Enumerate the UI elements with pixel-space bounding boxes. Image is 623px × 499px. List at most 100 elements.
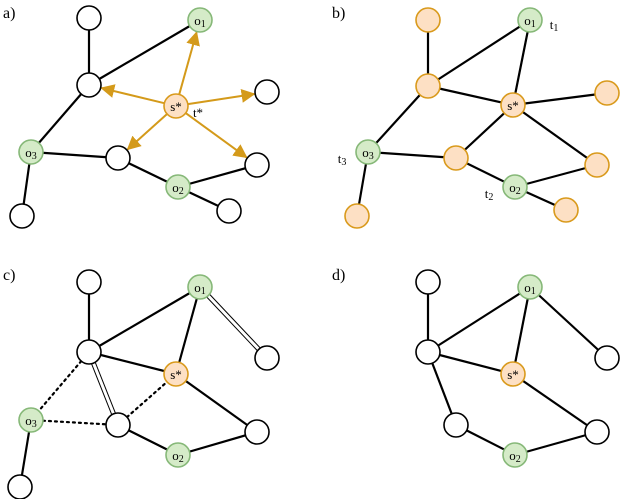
edge <box>88 350 177 376</box>
node-leaf3 <box>9 203 35 229</box>
t-label: t2 <box>485 186 494 203</box>
node-leaf3 <box>344 203 370 229</box>
node-mid <box>105 145 131 171</box>
node-top <box>415 7 441 33</box>
node-label: s* <box>170 99 182 114</box>
edge <box>30 84 90 153</box>
node-label: s* <box>507 98 519 113</box>
node-o1 <box>187 274 213 300</box>
dotted-edge <box>29 418 120 427</box>
node-top <box>76 269 102 295</box>
edge <box>427 350 514 376</box>
node-right <box>254 345 280 371</box>
arrow-edge <box>178 31 200 95</box>
panel-letter: b) <box>332 5 345 22</box>
node-leaf3 <box>7 474 33 499</box>
node-right <box>254 79 280 105</box>
node-o3 <box>355 139 381 165</box>
arrow-edge <box>185 112 248 159</box>
edge <box>514 430 598 457</box>
node-s* <box>163 361 189 387</box>
node-label: s* <box>507 367 519 382</box>
node-label: o3 <box>25 145 37 162</box>
arrow-edge <box>126 113 168 151</box>
node-mid <box>443 145 469 171</box>
node-o3 <box>18 139 44 165</box>
node-mid <box>105 412 131 438</box>
edge <box>514 163 598 189</box>
node-rlow <box>244 152 270 178</box>
node-o1 <box>517 7 543 33</box>
node-leaf2 <box>553 197 579 223</box>
node-hub <box>76 72 102 98</box>
edge <box>177 163 258 189</box>
edge <box>529 286 608 359</box>
edge <box>30 150 119 160</box>
edge <box>511 286 532 375</box>
t-label: t3 <box>338 151 347 168</box>
double-edge <box>90 351 121 425</box>
t-label: t* <box>193 105 203 120</box>
panel-a: a) o1 s* o3 o2 t* <box>3 5 280 229</box>
double-edge <box>201 285 269 357</box>
edge <box>427 84 514 107</box>
panel-letter: a) <box>3 5 15 22</box>
node-label: o2 <box>509 448 521 465</box>
edge <box>175 373 258 433</box>
arrow-edge <box>187 88 256 106</box>
node-top <box>415 269 441 295</box>
node-label: o2 <box>509 180 521 197</box>
edge <box>427 19 531 87</box>
node-leaf2 <box>216 198 242 224</box>
edge <box>88 286 201 353</box>
node-o2 <box>502 442 528 468</box>
node-o2 <box>165 442 191 468</box>
edge <box>511 19 532 106</box>
node-o2 <box>502 174 528 200</box>
arrow-edge <box>100 84 165 105</box>
node-label: o3 <box>362 145 374 162</box>
node-label: o1 <box>524 280 536 297</box>
node-label: o2 <box>172 180 184 197</box>
node-s* <box>500 361 526 387</box>
node-rlow <box>244 419 270 445</box>
node-label: o3 <box>25 413 37 430</box>
edge <box>512 373 598 433</box>
edge <box>174 286 202 375</box>
double-edge <box>86 352 117 426</box>
node-o3 <box>18 407 44 433</box>
node-right <box>594 345 620 371</box>
panel-b: b) o1 s* o3 o2 t1 t3 t2 <box>332 5 620 229</box>
dotted-edge <box>116 372 178 427</box>
node-o1 <box>517 274 543 300</box>
node-rlow <box>584 152 610 178</box>
node-hub <box>76 339 102 365</box>
panel-letter: d) <box>332 267 345 284</box>
edge <box>512 104 598 166</box>
edge <box>367 150 457 160</box>
double-edge <box>198 288 266 360</box>
node-label: o1 <box>194 280 206 297</box>
edge <box>427 286 531 353</box>
node-right <box>594 80 620 106</box>
edge <box>177 430 258 457</box>
node-o2 <box>165 174 191 200</box>
node-label: s* <box>170 367 182 382</box>
node-label: o1 <box>524 13 536 30</box>
panel-d: d) o1 s* o2 <box>332 267 620 468</box>
edge <box>512 91 608 107</box>
node-label: o1 <box>194 13 206 30</box>
node-label: o2 <box>172 448 184 465</box>
node-hub <box>415 339 441 365</box>
edge <box>367 85 429 153</box>
t-label: t1 <box>550 17 559 34</box>
edge <box>88 19 201 86</box>
node-s* <box>500 92 526 118</box>
node-o1 <box>187 7 213 33</box>
edge <box>455 104 514 159</box>
node-top <box>76 5 102 31</box>
node-rlow <box>584 419 610 445</box>
node-s* <box>163 93 189 119</box>
